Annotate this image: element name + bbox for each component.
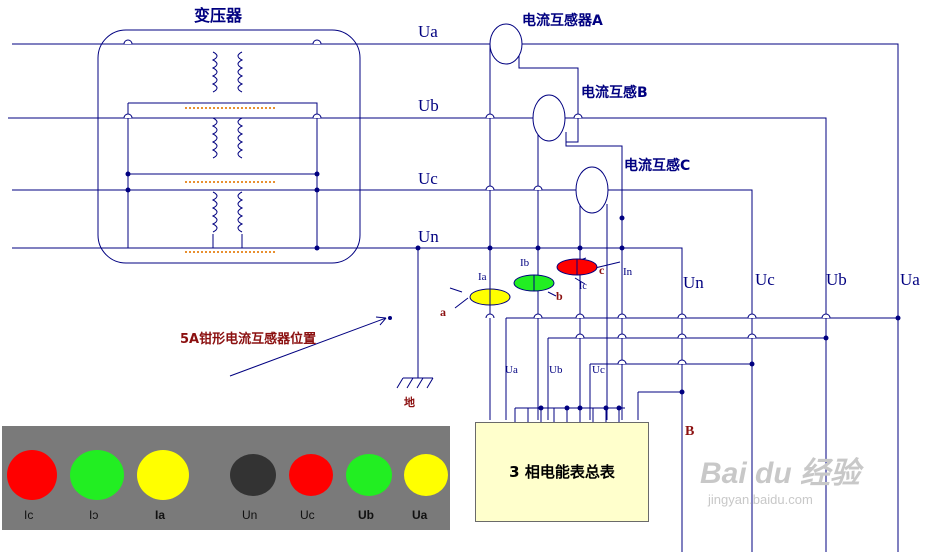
clamp-position-note: 5A钳形电流互感器位置: [180, 332, 317, 347]
line-label-ua: Ua: [418, 22, 438, 41]
clamp-label-in: In: [623, 266, 633, 278]
three-phase-meter: 3 相电能表总表: [475, 422, 649, 522]
point-b-label: B: [685, 424, 695, 439]
right-label-uc: Uc: [755, 270, 775, 289]
legend-dot-un: [230, 454, 276, 496]
legend-label-ua: Ua: [412, 508, 428, 522]
legend-label-ia: Ia: [155, 508, 166, 522]
legend-dot-ua: [404, 454, 448, 496]
meter-input-uc: Uc: [592, 364, 605, 376]
ct-b-ring: [532, 94, 566, 142]
ground-label: 地: [404, 396, 415, 409]
ct-c-label: 电流互感C: [624, 158, 691, 174]
ct-a-ring: [489, 23, 523, 65]
watermark: Bai du 经验 jingyan.baidu.com: [700, 448, 860, 507]
legend-dot-uc: [289, 454, 333, 496]
right-label-ub: Ub: [826, 270, 847, 289]
legend-dot-ic: [7, 450, 57, 500]
legend-label-ub: Ub: [358, 508, 374, 522]
line-label-uc: Uc: [418, 169, 438, 188]
meter-input-ub: Ub: [549, 364, 563, 376]
transformer-title: 变压器: [194, 6, 243, 25]
legend-label-ib: Iɔ: [89, 508, 99, 522]
clamp-letter-a: a: [440, 305, 446, 319]
clamp-label-ic: Ic: [579, 281, 587, 292]
clamp-letter-c: c: [599, 263, 605, 277]
clamp-label-ia: Ia: [478, 271, 487, 283]
ct-a-label: 电流互感器A: [522, 13, 603, 29]
legend-dot-ub: [346, 454, 392, 496]
right-label-ua: Ua: [900, 270, 920, 289]
legend-panel: Ic Iɔ Ia Un Uc Ub Ua: [2, 426, 450, 530]
watermark-brand: Bai du 经验: [700, 457, 861, 490]
legend-label-uc: Uc: [300, 508, 315, 522]
legend-label-un: Un: [242, 508, 258, 522]
line-label-ub: Ub: [418, 96, 439, 115]
clamp-letter-b: b: [556, 289, 563, 303]
line-label-un: Un: [418, 227, 439, 246]
legend-dot-ib: [70, 450, 124, 500]
meter-label: 3 相电能表总表: [509, 463, 615, 481]
ct-b-label: 电流互感B: [581, 85, 648, 101]
legend-label-ic: Ic: [24, 508, 34, 522]
ct-c-ring: [575, 166, 609, 214]
watermark-url: jingyan.baidu.com: [708, 492, 813, 507]
meter-input-ua: Ua: [505, 364, 518, 376]
clamp-label-ib: Ib: [520, 257, 530, 269]
right-label-un: Un: [683, 273, 704, 292]
legend-dot-ia: [137, 450, 189, 500]
transformer-box: [97, 29, 361, 264]
